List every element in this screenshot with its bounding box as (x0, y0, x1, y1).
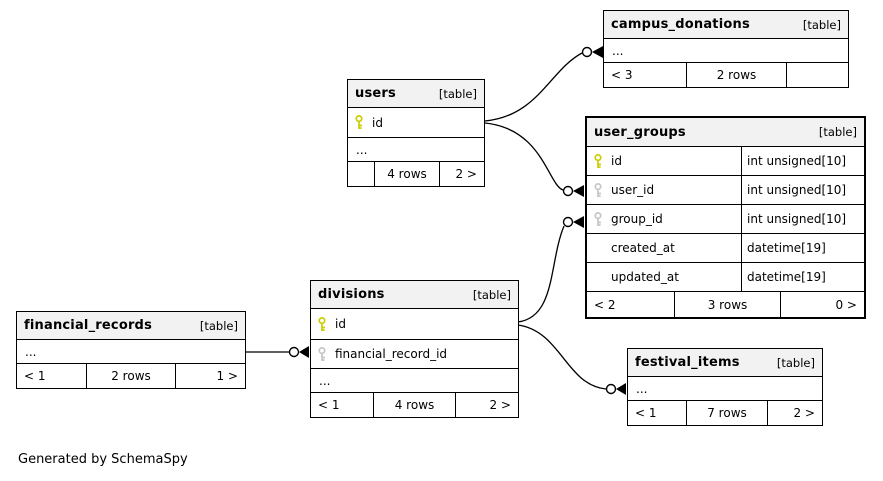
column-row-group_id: group_id int unsigned[10] (587, 204, 864, 233)
footer-rowcount: 3 rows (674, 292, 781, 317)
table-footer: < 2 3 rows 0 > (587, 291, 864, 317)
footer-rowcount: 2 rows (86, 364, 176, 388)
footer-children: 2 > (489, 398, 511, 412)
table-footer: < 1 2 rows 1 > (17, 363, 245, 388)
footer-children: 2 > (455, 167, 477, 181)
table-tag: [table] (802, 17, 841, 32)
table-header: financial_records [table] (17, 312, 245, 339)
table-header: festival_items [table] (628, 349, 822, 376)
foreign-key-icon (317, 346, 327, 362)
hidden-columns-row: ... (17, 339, 245, 363)
table-divisions[interactable]: divisions [table] id financial_record_id… (310, 280, 519, 418)
table-tag: [table] (472, 287, 511, 302)
footer-parents: < 2 (594, 297, 616, 312)
column-row-id: id int unsigned[10] (587, 146, 864, 175)
footer-children (787, 63, 848, 87)
column-name: group_id (611, 212, 663, 226)
primary-key-icon (317, 316, 327, 332)
column-row-user_id: user_id int unsigned[10] (587, 175, 864, 204)
footer-children: 1 > (216, 369, 238, 383)
relationship-divisions-user_groups (517, 216, 584, 323)
column-name: id (611, 154, 622, 168)
footer-parents (348, 162, 374, 186)
table-header: user_groups [table] (587, 118, 864, 146)
footer-rowcount: 4 rows (373, 393, 456, 417)
column-name: financial_record_id (335, 347, 448, 361)
footer-rowcount: 2 rows (686, 63, 787, 87)
table-festival_items[interactable]: festival_items [table] ... < 1 7 rows 2 … (627, 348, 823, 426)
table-footer: 4 rows 2 > (348, 161, 484, 186)
footer-parents: < 1 (318, 398, 340, 412)
footer-children: 0 > (835, 297, 857, 312)
table-header: campus_donations [table] (604, 11, 848, 38)
column-name: updated_at (611, 270, 679, 284)
column-name: user_id (611, 183, 655, 197)
primary-key-icon (354, 115, 364, 130)
table-name[interactable]: divisions (318, 287, 385, 302)
hidden-columns-row: ... (604, 38, 848, 62)
relationship-divisions-festival_items (517, 324, 626, 395)
footer-rowcount: 4 rows (374, 162, 440, 186)
table-tag: [table] (199, 318, 238, 333)
table-name[interactable]: users (355, 86, 396, 101)
column-type: int unsigned[10] (741, 147, 864, 175)
table-tag: [table] (438, 86, 477, 101)
column-row-created_at: created_at datetime[19] (587, 233, 864, 262)
relationship-users-user_groups (484, 122, 584, 197)
column-row-updated_at: updated_at datetime[19] (587, 262, 864, 291)
relationship-financial_records-divisions (245, 346, 309, 358)
table-tag: [table] (776, 355, 815, 370)
footer-parents: < 3 (611, 68, 633, 82)
footer-parents: < 1 (24, 369, 46, 383)
column-row-id: id (348, 107, 484, 137)
table-name[interactable]: campus_donations (611, 17, 750, 32)
hidden-columns-row: ... (311, 368, 518, 392)
table-name[interactable]: user_groups (594, 124, 686, 140)
table-footer: < 1 7 rows 2 > (628, 400, 822, 425)
table-campus_donations[interactable]: campus_donations [table] ... < 3 2 rows (603, 10, 849, 88)
table-header: divisions [table] (311, 281, 518, 308)
foreign-key-icon (593, 182, 603, 198)
foreign-key-icon (593, 211, 603, 227)
footer-children: 2 > (793, 406, 815, 420)
footer-parents: < 1 (635, 406, 657, 420)
table-footer: < 3 2 rows (604, 62, 848, 87)
table-financial_records[interactable]: financial_records [table] ... < 1 2 rows… (16, 311, 246, 389)
table-header: users [table] (348, 80, 484, 107)
column-name: id (372, 115, 383, 130)
relationship-users-campus_donations (484, 46, 603, 122)
column-type: int unsigned[10] (741, 205, 864, 233)
column-type: int unsigned[10] (741, 176, 864, 204)
column-type: datetime[19] (741, 263, 864, 291)
footer-rowcount: 7 rows (686, 401, 768, 425)
table-tag: [table] (818, 125, 857, 139)
table-name[interactable]: festival_items (635, 355, 740, 370)
table-user_groups[interactable]: user_groups [table] id int unsigned[10] … (585, 116, 866, 319)
table-users[interactable]: users [table] id ... 4 rows 2 > (347, 79, 485, 187)
column-row-id: id (311, 308, 518, 339)
primary-key-icon (593, 153, 603, 169)
hidden-columns-row: ... (348, 137, 484, 161)
hidden-columns-row: ... (628, 376, 822, 400)
column-name: created_at (611, 241, 675, 255)
table-footer: < 1 4 rows 2 > (311, 392, 518, 417)
column-row-financial_record_id: financial_record_id (311, 339, 518, 368)
column-name: id (335, 317, 346, 331)
generated-by-note: Generated by SchemaSpy (18, 452, 188, 467)
column-type: datetime[19] (741, 234, 864, 262)
table-name[interactable]: financial_records (24, 318, 153, 333)
